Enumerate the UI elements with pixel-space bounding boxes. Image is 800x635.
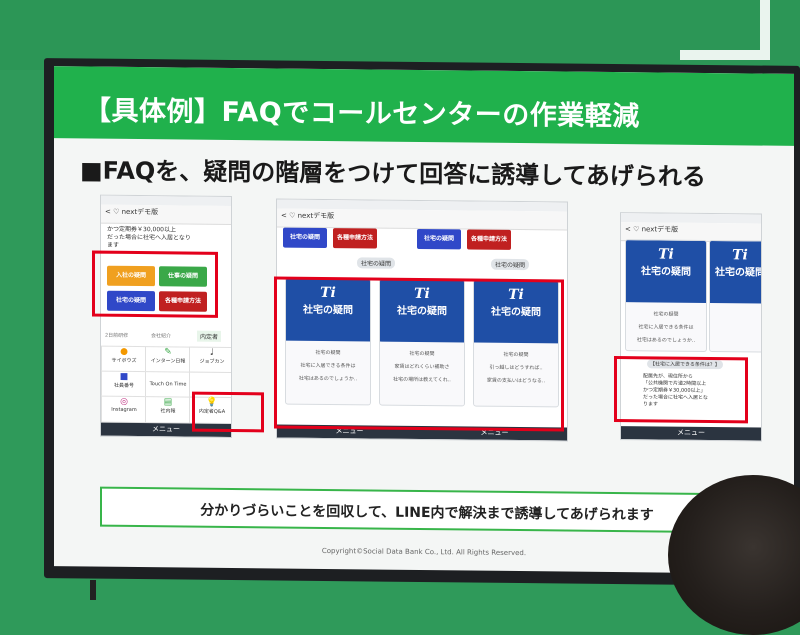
grid-jobcan[interactable]: ♩ジョブカン: [189, 346, 232, 375]
grid-instagram[interactable]: ◎Instagram: [101, 395, 147, 424]
grid-touchontime[interactable]: Touch On Time: [145, 371, 191, 399]
footer-box: 分かりづらいことを回収して、LINE内で解決まで誘導してあげられます: [100, 486, 750, 534]
slide-title: 【具体例】FAQでコールセンターの作業軽減: [84, 95, 640, 133]
grid-shanaiho[interactable]: ▤社内報: [145, 396, 191, 424]
grid-intern[interactable]: ✎インターン日報: [145, 346, 191, 374]
tab-kenshu[interactable]: 2日前研修: [105, 332, 129, 339]
card-logo-icon: Ti: [658, 246, 674, 263]
tv-stand: [90, 580, 96, 600]
highlight-answer: [614, 356, 748, 424]
phone-chat-text: かつ定期券￥30,000以上 だった場合に社宅へ入居となり ます: [107, 225, 191, 249]
tab-naitei[interactable]: 内定者: [197, 330, 222, 342]
wall-logo-shape: [680, 0, 770, 60]
footer-text: 分かりづらいことを回収して、LINE内で解決まで誘導してあげられます: [200, 502, 654, 524]
grid-shain[interactable]: ■社員番号: [101, 370, 147, 399]
phone-header: < ♡ nextデモ版: [101, 204, 231, 225]
highlight-cards: [274, 276, 564, 432]
highlight-qa: [192, 391, 264, 433]
slide-screen: 【具体例】FAQでコールセンターの作業軽減 ■FAQを、疑問の階層をつけて回答に…: [54, 66, 794, 574]
slide-subtitle: ■FAQを、疑問の階層をつけて回答に誘導してあげられる: [80, 156, 706, 191]
tab-kaisha[interactable]: 会社紹介: [151, 333, 172, 340]
highlight-buttons: [92, 250, 218, 318]
grid-cybozu[interactable]: ●サイボウズ: [101, 345, 147, 374]
